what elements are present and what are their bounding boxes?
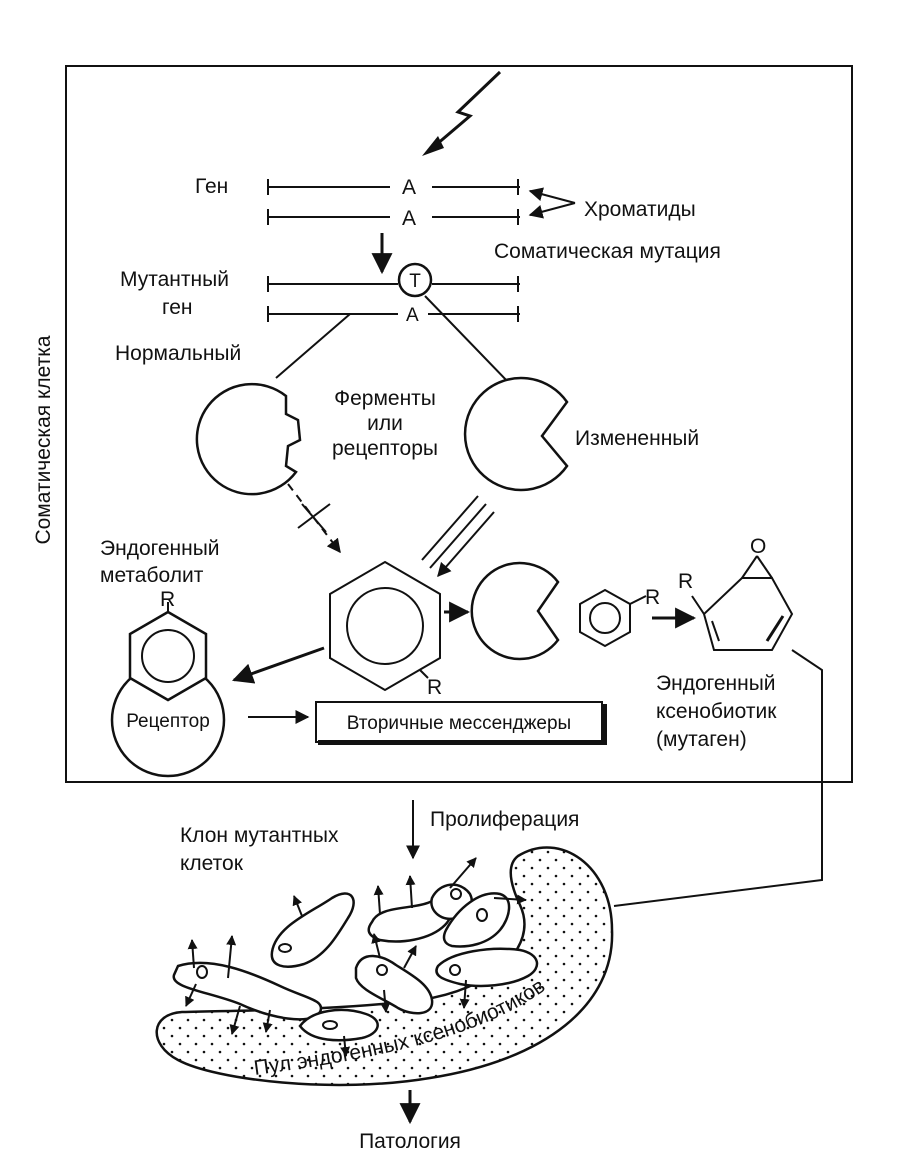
second-messengers-label: Вторичные мессенджеры (347, 713, 571, 734)
connector-altered (424, 295, 511, 385)
endogenous-xenobiotic-label-3: (мутаген) (656, 728, 747, 751)
xenobiotic-pool-connector (613, 649, 823, 907)
gene-chromatids: Ген A A (195, 175, 520, 230)
enzymes-label-2: или (367, 412, 403, 435)
connector-normal (275, 313, 351, 379)
chromatids-label: Хроматиды (584, 198, 696, 221)
somatic-cell-frame (65, 65, 853, 783)
allele-a-top: A (402, 176, 416, 199)
endogenous-metabolite-label-1: Эндогенный (100, 537, 220, 560)
substituent-r-epoxide: R (678, 570, 693, 593)
epoxide-structure: O R (678, 535, 794, 651)
endogenous-xenobiotic-label-2: ксенобиотик (656, 700, 777, 723)
enzymes-label-3: рецепторы (332, 437, 438, 460)
somatic-cell-label: Соматическая клетка (32, 335, 55, 544)
blocked-pathway-arrow (287, 483, 341, 554)
allele-a-mutant: A (406, 305, 419, 326)
mutant-allele-t: T (409, 271, 421, 292)
mutant-gene-label-1: Мутантный (120, 268, 229, 291)
lightning-bolt-icon (422, 70, 502, 156)
allele-a-bottom: A (402, 207, 416, 230)
substituent-r-small: R (645, 586, 660, 609)
cell-migration-arrows (185, 857, 527, 1057)
mutant-cell-clone (172, 883, 539, 1042)
receptor-complex: R Рецептор (110, 588, 226, 778)
benzene-ring-large: R (329, 560, 442, 699)
clone-label-1: Клон мутантных (180, 824, 339, 847)
altered-enzyme-label: Измененный (575, 427, 699, 450)
proliferation-label: Пролиферация (430, 808, 579, 831)
mutant-gene-chromatids: Мутантный ген T A (120, 262, 520, 326)
normal-enzyme-label: Нормальный (115, 342, 241, 365)
somatic-mutation-label: Соматическая мутация (494, 240, 721, 263)
endogenous-metabolite-label-2: метаболит (100, 564, 204, 587)
substituent-r-metabolite: R (160, 588, 175, 611)
processing-enzyme-shape (470, 561, 560, 661)
receptor-label: Рецептор (126, 711, 210, 732)
activation-triple-arrow (421, 495, 495, 578)
chromatids-pointer (528, 187, 576, 219)
enzymes-label-1: Ферменты (334, 387, 436, 410)
normal-enzyme-shape (195, 382, 302, 496)
pathology-label: Патология (359, 1130, 461, 1153)
to-receptor-arrow (232, 646, 325, 684)
epoxide-oxygen: O (750, 535, 766, 558)
clone-label-2: клеток (180, 852, 244, 875)
benzene-ring-small: R (579, 586, 660, 648)
substituent-r-large: R (427, 676, 442, 699)
altered-enzyme-shape (463, 376, 569, 492)
mutant-gene-label-2: ген (162, 296, 192, 319)
gene-label: Ген (195, 175, 228, 198)
endogenous-xenobiotic-label-1: Эндогенный (656, 672, 776, 695)
